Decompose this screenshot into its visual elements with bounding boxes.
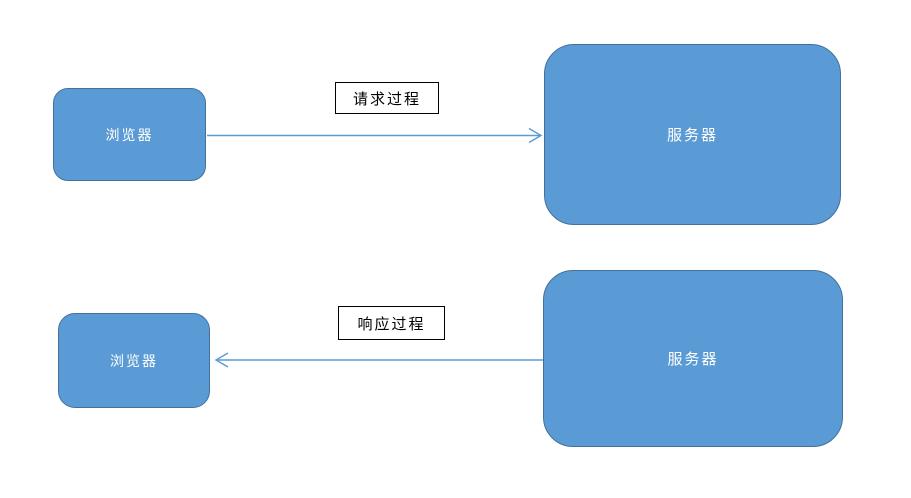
edge-label-response: 响应过程 bbox=[338, 306, 445, 340]
edge-label-response-text: 响应过程 bbox=[357, 315, 426, 333]
response-arrow bbox=[214, 352, 545, 368]
node-browser-top-label: 浏览器 bbox=[105, 126, 154, 143]
edge-label-request: 请求过程 bbox=[335, 82, 439, 114]
node-server-top-label: 服务器 bbox=[666, 127, 718, 144]
node-server-top: 服务器 bbox=[544, 44, 841, 225]
node-browser-bottom: 浏览器 bbox=[58, 313, 210, 408]
node-browser-bottom-label: 浏览器 bbox=[110, 352, 158, 369]
node-browser-top: 浏览器 bbox=[53, 88, 206, 181]
node-server-bottom-label: 服务器 bbox=[667, 351, 719, 368]
edge-label-request-text: 请求过程 bbox=[352, 90, 421, 108]
request-arrow bbox=[207, 127, 543, 144]
node-server-bottom: 服务器 bbox=[543, 270, 843, 447]
